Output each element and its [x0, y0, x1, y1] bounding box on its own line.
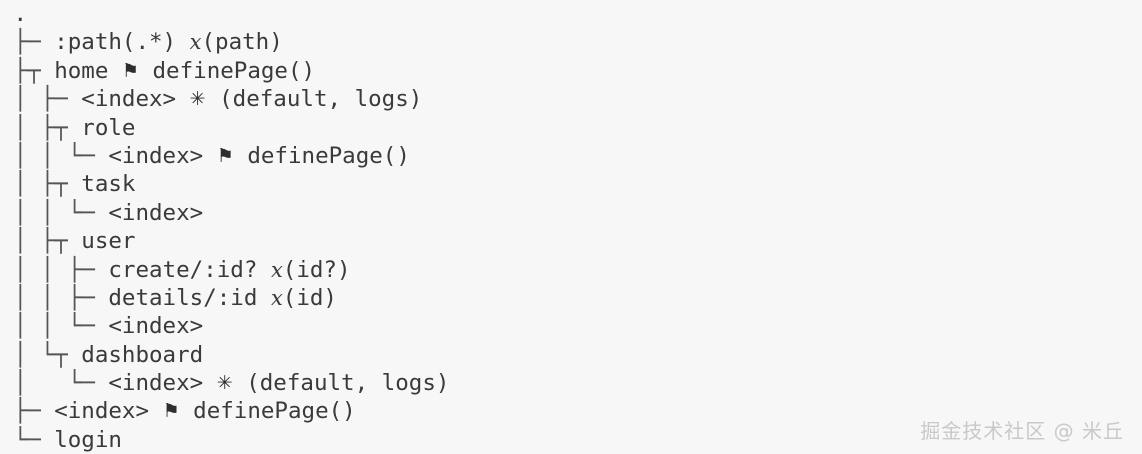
tree-row: │ ├┬ role	[0, 114, 1142, 142]
route-label: <index>	[108, 199, 204, 226]
flag-icon: ⚑	[121, 59, 139, 82]
tree-branch-glyphs: │ │ └─	[0, 313, 109, 340]
route-param-symbol: x	[189, 30, 202, 55]
route-meta: definePage()	[247, 142, 410, 169]
tree-branch-glyphs: │ └┬	[0, 341, 82, 368]
tree-branch-glyphs: ├─	[0, 398, 55, 425]
route-param-args: (id?)	[282, 256, 351, 283]
flag-icon: ⚑	[216, 144, 234, 167]
route-param-args: (id)	[282, 284, 337, 311]
tree-row: │ ├┬ user	[0, 227, 1142, 255]
route-label: task	[81, 171, 136, 198]
tree-branch-glyphs: │ │ ├─	[0, 256, 109, 283]
route-label: dashboard	[81, 341, 204, 368]
tree-row: ├─ :path(.*) x(path)	[0, 28, 1142, 56]
tree-row: ├┬ home ⚑ definePage()	[0, 57, 1142, 85]
tree-row: │ │ └─ <index> ⚑ definePage()	[0, 142, 1142, 170]
tree-row: ├─ <index> ⚑ definePage()	[0, 397, 1142, 425]
route-label: login	[54, 426, 122, 453]
tree-branch-glyphs: │ ├─	[0, 86, 82, 113]
tree-branch-glyphs: │ │ └─	[0, 142, 109, 169]
asterisk-icon: ✳	[216, 372, 233, 395]
route-label: <index>	[108, 142, 204, 169]
route-label: .	[13, 1, 28, 27]
tree-branch-glyphs: │ │ └─	[0, 199, 109, 226]
route-label: :path(.*)	[54, 29, 177, 56]
route-label: user	[81, 228, 136, 255]
asterisk-icon: ✳	[189, 88, 206, 111]
route-label: details/:id	[108, 284, 258, 311]
tree-row: │ │ ├─ details/:id x(id)	[0, 284, 1142, 312]
tree-branch-glyphs	[0, 0, 14, 28]
tree-row: .	[0, 0, 1142, 28]
route-label: <index>	[54, 398, 150, 425]
tree-row: │ ├┬ task	[0, 170, 1142, 198]
route-meta: definePage()	[193, 398, 356, 425]
route-label: home	[54, 57, 109, 84]
tree-branch-glyphs: │ ├┬	[0, 171, 82, 198]
watermark: 掘金技术社区 @ 米丘	[920, 419, 1124, 443]
route-label: <index>	[81, 86, 177, 113]
tree-row: └─ login	[0, 426, 1142, 454]
route-param-symbol: x	[270, 285, 283, 310]
tree-branch-glyphs: │ └─	[0, 370, 109, 397]
route-label: <index>	[108, 370, 204, 397]
route-meta: (default, logs)	[219, 86, 423, 113]
tree-row: │ └─ <index> ✳ (default, logs)	[0, 369, 1142, 397]
route-meta: (default, logs)	[246, 370, 450, 397]
route-param-symbol: x	[270, 257, 283, 282]
tree-row: │ │ ├─ create/:id? x(id?)	[0, 256, 1142, 284]
tree-branch-glyphs: ├┬	[0, 57, 55, 84]
tree-row: │ │ └─ <index>	[0, 312, 1142, 340]
tree-branch-glyphs: │ ├┬	[0, 114, 82, 141]
tree-branch-glyphs: │ │ ├─	[0, 284, 109, 311]
route-label: create/:id?	[108, 256, 258, 283]
tree-branch-glyphs: ├─	[0, 29, 55, 56]
flag-icon: ⚑	[162, 400, 180, 423]
route-param-args: (path)	[201, 29, 283, 56]
route-meta: definePage()	[152, 57, 316, 84]
route-label: role	[81, 114, 136, 141]
route-label: <index>	[108, 313, 204, 340]
tree-row: │ │ └─ <index>	[0, 199, 1142, 227]
tree-row: │ ├─ <index> ✳ (default, logs)	[0, 85, 1142, 113]
tree-row: │ └┬ dashboard	[0, 341, 1142, 369]
tree-branch-glyphs: └─	[0, 426, 55, 453]
tree-branch-glyphs: │ ├┬	[0, 228, 82, 255]
